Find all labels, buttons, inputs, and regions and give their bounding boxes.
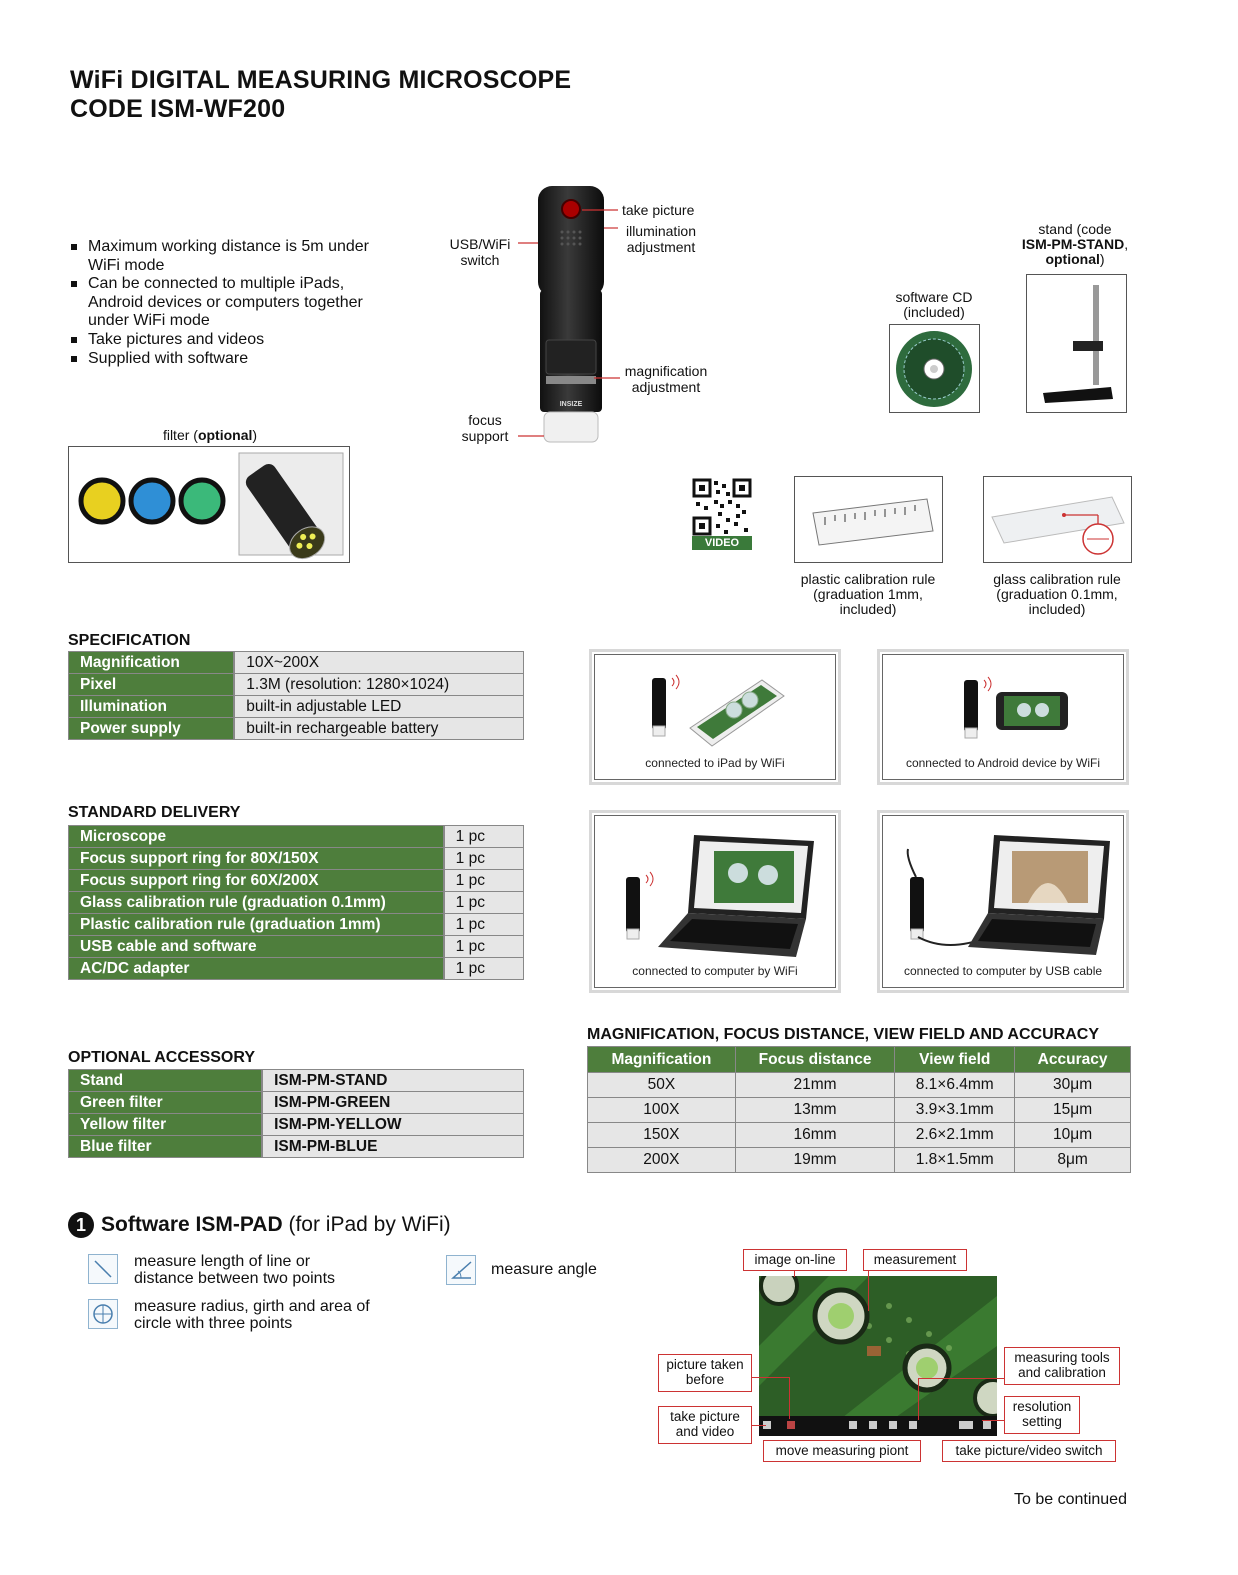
feature-list: Maximum working distance is 5m under WiF… (70, 238, 390, 368)
software-cd-image (889, 324, 980, 413)
line-measure-icon[interactable] (88, 1254, 118, 1284)
connection-panel-computer-wifi: connected to computer by WiFi (589, 810, 841, 993)
angle-measure-text: measure angle (491, 1261, 597, 1278)
brand-mark: INSIZE (560, 401, 583, 408)
callout-illumination: illumination adjustment (625, 223, 697, 255)
ipad-illustration (652, 674, 785, 747)
plastic-rule-image (794, 476, 943, 563)
section-number-badge: 1 (68, 1212, 94, 1238)
laptop-usb-illustration (906, 835, 1110, 955)
label-picture-video-switch: take picture/video switch (942, 1440, 1116, 1462)
connection-panel-computer-usb: connected to computer by USB cable (877, 810, 1129, 993)
software-cd-label: software CD (included) (895, 289, 973, 320)
laptop-wifi-illustration (626, 835, 814, 957)
android-illustration (964, 676, 1068, 739)
circle-measure-icon[interactable] (88, 1299, 118, 1329)
label-take-picture-video: take picture and video (658, 1406, 752, 1444)
stand-label: stand (code ISM-PM-STAND, optional) (1021, 221, 1129, 267)
table-row: Glass calibration rule (graduation 0.1mm… (67, 891, 524, 914)
video-qr-code[interactable]: VIDEO (692, 478, 754, 552)
callout-magnification: magnification adjustment (624, 363, 708, 395)
optional-accessory-heading: OPTIONAL ACCESSORY (68, 1049, 255, 1066)
qr-code-icon (692, 478, 752, 536)
footer-continued: To be continued (1014, 1491, 1127, 1508)
label-measuring-tools: measuring tools and calibration (1004, 1347, 1120, 1385)
page-title: WiFi DIGITAL MEASURING MICROSCOPE CODE I… (70, 66, 571, 124)
plastic-rule-label: plastic calibration rule (graduation 1mm… (800, 571, 936, 617)
title-line-1: WiFi DIGITAL MEASURING MICROSCOPE (70, 66, 572, 94)
video-badge: VIDEO (692, 536, 752, 550)
filter-image (78, 452, 344, 560)
feature-item: Maximum working distance is 5m under WiF… (70, 238, 390, 275)
specification-heading: SPECIFICATION (68, 632, 191, 649)
filter-image-box (68, 446, 350, 563)
label-move-measuring-point: move measuring piont (763, 1440, 921, 1462)
connection-panel-android: connected to Android device by WiFi (877, 649, 1129, 785)
title-line-2: CODE ISM-WF200 (70, 95, 286, 123)
feature-item: Supplied with software (70, 350, 390, 369)
callout-focus-support: focus support (461, 412, 509, 444)
connection-caption: connected to computer by USB cable (903, 964, 1103, 978)
label-image-online: image on-line (743, 1249, 847, 1271)
callout-take-picture: take picture (622, 202, 695, 218)
connection-caption: connected to iPad by WiFi (645, 756, 785, 770)
stand-image (1026, 274, 1127, 413)
feature-item: Can be connected to multiple iPads, Andr… (70, 275, 390, 331)
glass-rule-image (983, 476, 1132, 563)
connection-caption: connected to computer by WiFi (632, 964, 798, 978)
circle-measure-text: measure radius, girth and area of circle… (134, 1298, 370, 1332)
magnification-heading: MAGNIFICATION, FOCUS DISTANCE, VIEW FIEL… (587, 1026, 1099, 1043)
software-title: Software ISM-PAD (for iPad by WiFi) (101, 1213, 451, 1236)
connection-panel-ipad: connected to iPad by WiFi (589, 649, 841, 785)
line-measure-text: measure length of line or distance betwe… (134, 1253, 336, 1287)
app-screenshot (759, 1276, 997, 1436)
label-measurement: measurement (863, 1249, 967, 1271)
standard-delivery-heading: STANDARD DELIVERY (68, 804, 241, 821)
microscope-image: INSIZE (518, 186, 620, 443)
filter-label: filter (optional) (162, 427, 258, 443)
angle-measure-icon[interactable] (446, 1255, 476, 1285)
callout-usb-wifi: USB/WiFi switch (449, 236, 511, 268)
feature-item: Take pictures and videos (70, 331, 390, 350)
table-row: Plastic calibration rule (graduation 1mm… (67, 913, 524, 936)
glass-rule-label: glass calibration rule (graduation 0.1mm… (993, 571, 1121, 617)
label-resolution-setting: resolution setting (1004, 1396, 1080, 1434)
label-picture-taken-before: picture taken before (658, 1354, 752, 1392)
connection-caption: connected to Android device by WiFi (905, 756, 1101, 770)
